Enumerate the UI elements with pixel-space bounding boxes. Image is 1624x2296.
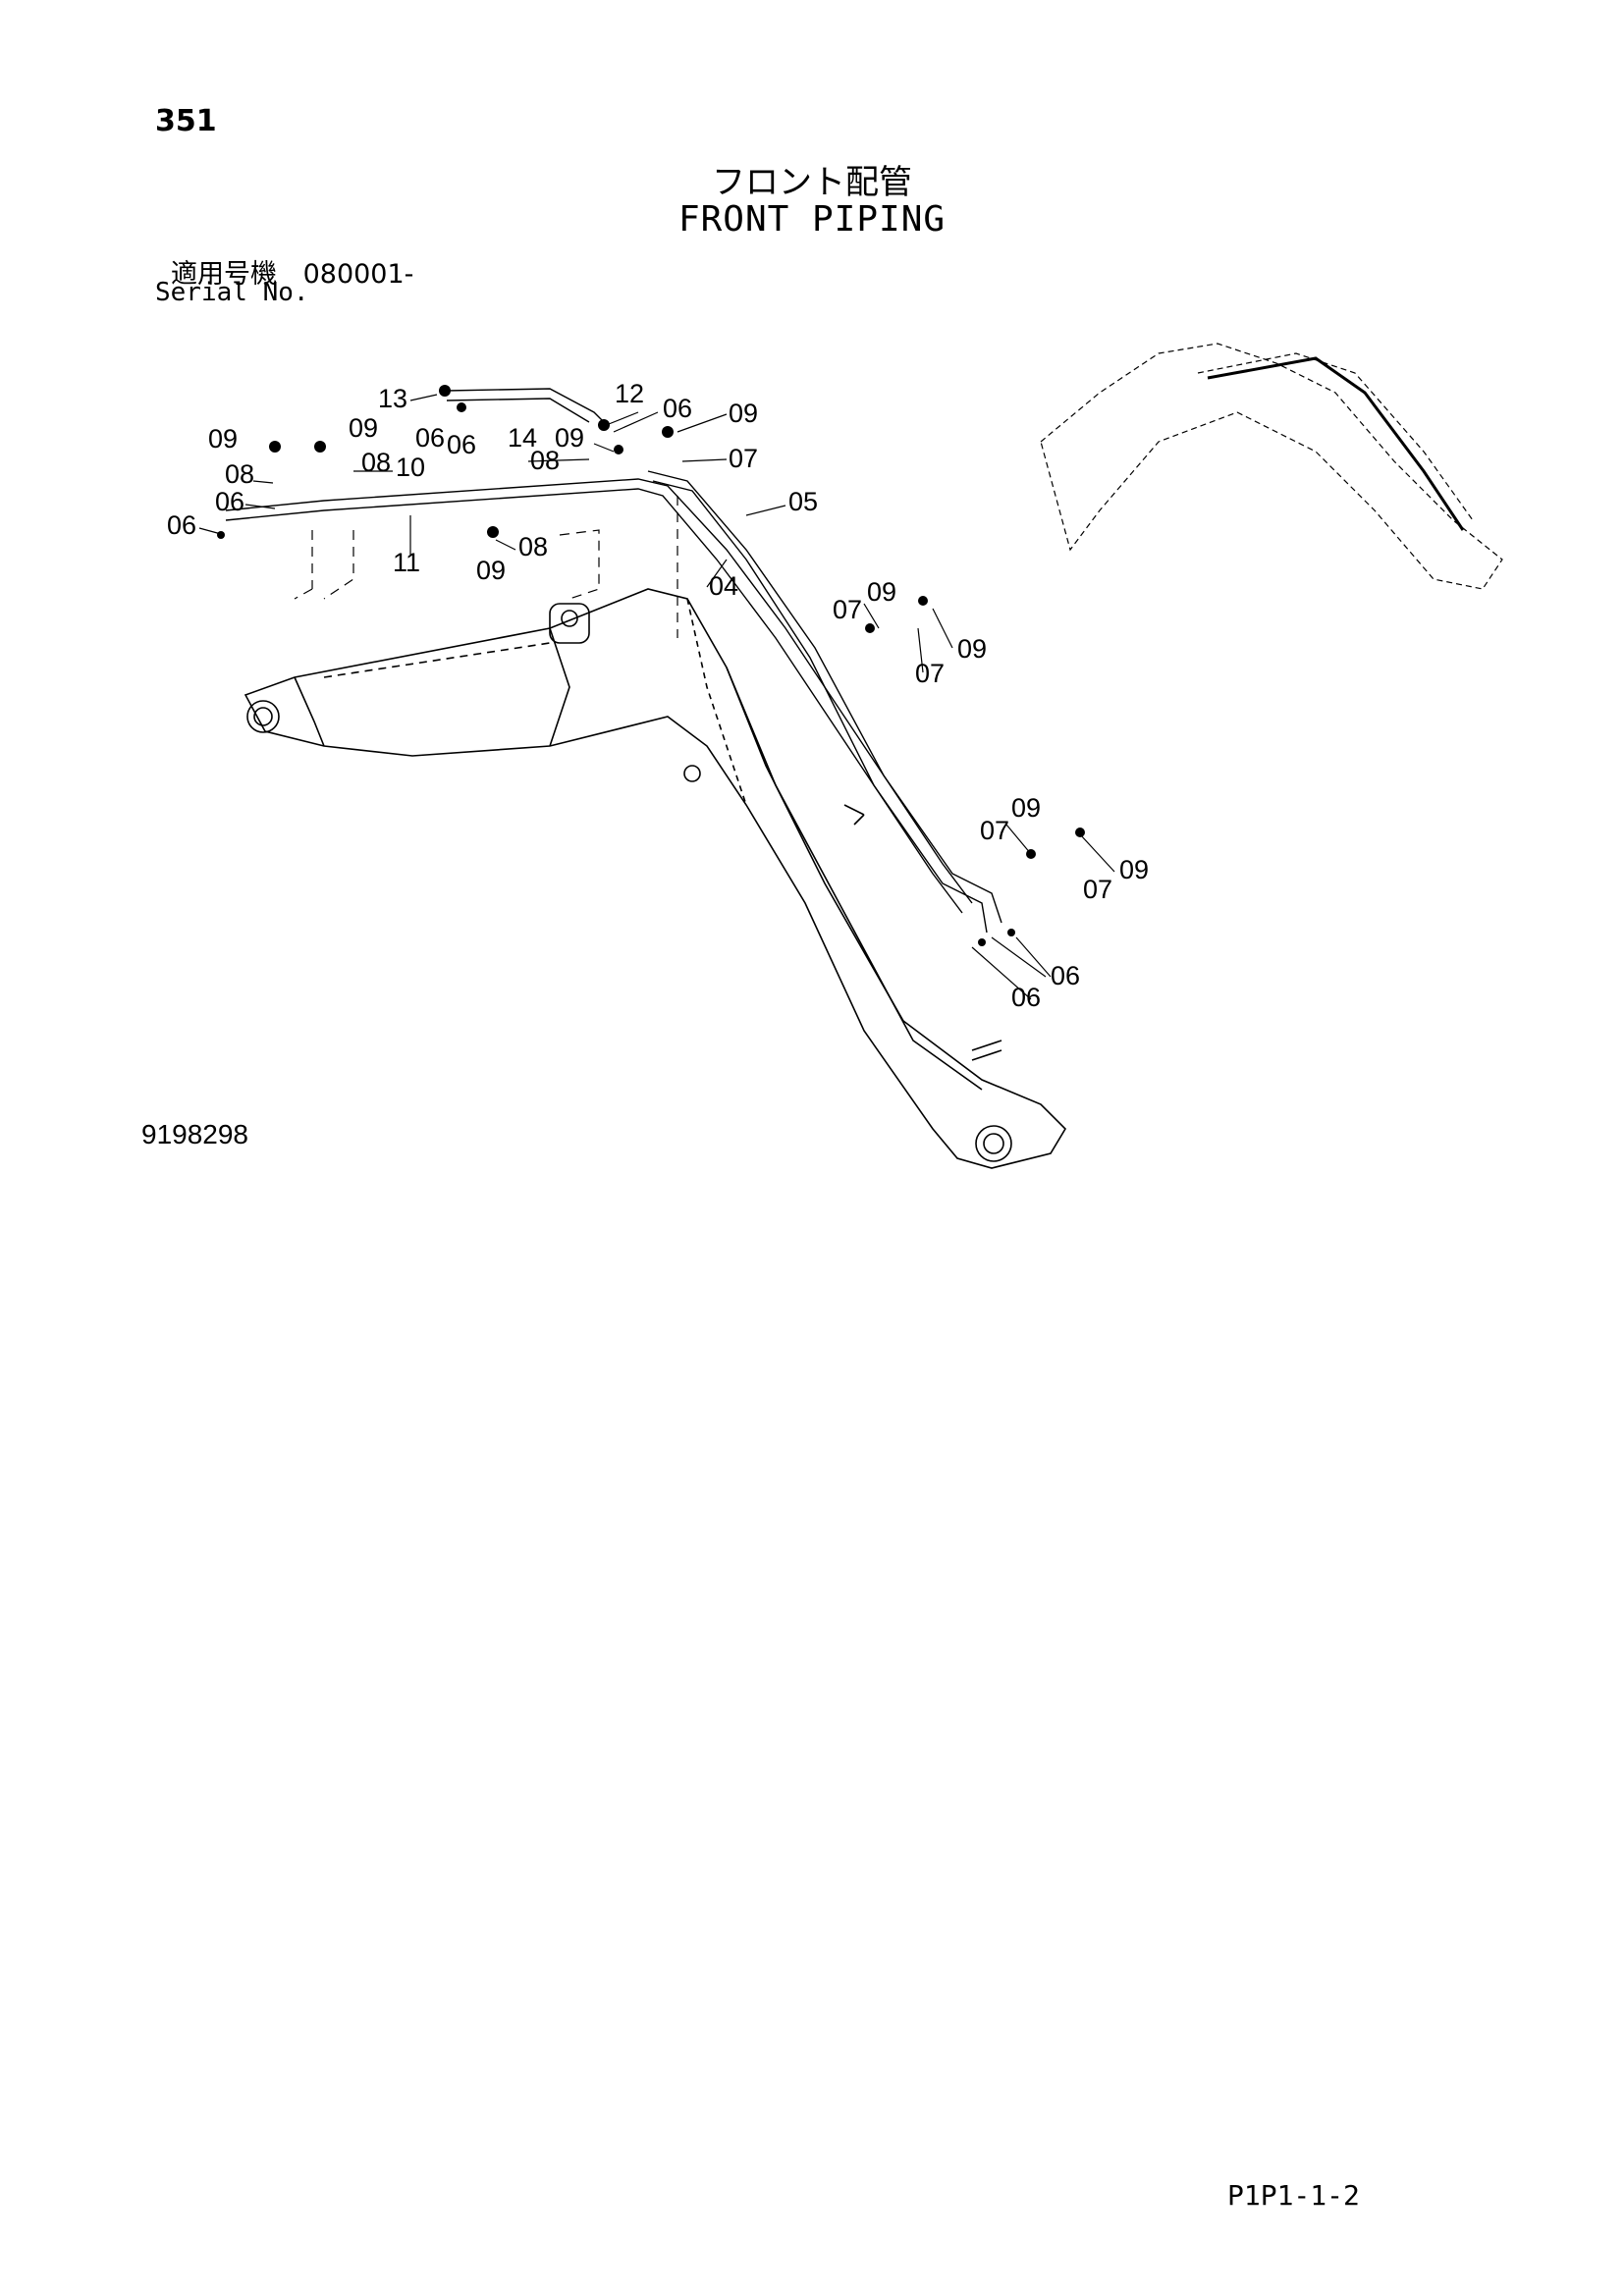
callout-09-mid: 09: [555, 423, 584, 453]
callout-14: 14: [508, 423, 537, 453]
callout-08-left2: 08: [361, 448, 391, 477]
callout-07-bot2: 07: [1083, 875, 1112, 904]
callout-04: 04: [709, 571, 738, 601]
callout-07-mid2: 07: [915, 659, 945, 688]
callout-07-top: 07: [729, 444, 758, 473]
callout-11: 11: [393, 548, 420, 577]
callout-06-bot1: 06: [1051, 961, 1080, 990]
page-code: P1P1-1-2: [1227, 2179, 1360, 2212]
callout-06-b: 06: [447, 430, 476, 459]
callout-06-left1: 06: [215, 487, 244, 516]
title-japanese: フロント配管: [712, 163, 912, 202]
callout-07-mid1: 07: [833, 595, 862, 624]
inset-piping: [1207, 356, 1465, 531]
callout-09-bot1: 09: [1011, 793, 1041, 823]
callout-12: 12: [615, 379, 644, 408]
callout-09-left-top: 09: [208, 424, 238, 454]
callout-09-left2: 09: [349, 413, 378, 443]
fittings: [217, 385, 1085, 946]
callout-09-lower: 09: [476, 556, 506, 585]
title-english: FRONT PIPING: [677, 199, 947, 240]
callout-06-top: 06: [663, 394, 692, 423]
callout-08-lower: 08: [518, 532, 548, 561]
callout-09-mid1: 09: [867, 577, 896, 607]
callout-07-bot1: 07: [980, 816, 1009, 845]
callouts: 13 12 06 09 14 06 06 09 07 09 09 08 08 1…: [167, 379, 1149, 1012]
callout-06-bot2: 06: [1011, 983, 1041, 1012]
serial-label-english: Serial No.: [155, 278, 309, 307]
leader-lines: [198, 394, 1115, 1000]
callout-09-top-right: 09: [729, 399, 758, 428]
boom-body: [244, 588, 1067, 1169]
callout-05: 05: [788, 487, 818, 516]
piping-lines: [225, 388, 1002, 934]
callout-10: 10: [396, 453, 425, 482]
inset-boom-view: [1040, 343, 1503, 590]
callout-13: 13: [378, 384, 407, 413]
callout-09-bot2: 09: [1119, 855, 1149, 884]
callout-09-mid2: 09: [957, 634, 987, 664]
callout-08-left: 08: [225, 459, 254, 489]
serial-value: 080001-: [302, 259, 414, 290]
serial-label-japanese: 適用号機 080001-: [171, 252, 413, 291]
guide-lines: [294, 496, 678, 638]
serial-label-jp-text: 適用号機: [171, 259, 277, 290]
callout-06-a: 06: [415, 423, 445, 453]
page-number: 351: [155, 104, 217, 138]
callout-06-left2: 06: [167, 510, 196, 540]
drawing-number: 9198298: [141, 1119, 249, 1149]
